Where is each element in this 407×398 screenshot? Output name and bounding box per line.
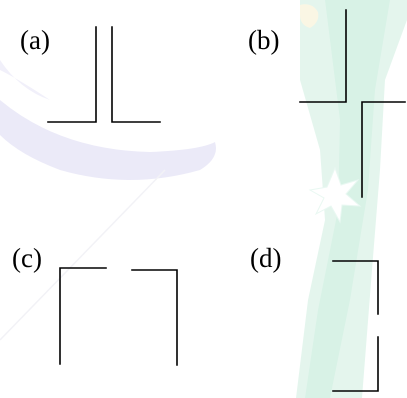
panel-d-lower-conductor (332, 336, 379, 392)
panel-a-right-conductor (111, 26, 161, 123)
panel-label-c: (c) (12, 243, 42, 273)
panel-label-d: (d) (250, 243, 282, 273)
panel-d-diagram (332, 260, 379, 392)
watermark-purple-swoosh (0, 100, 216, 180)
panel-label-b: (b) (248, 25, 280, 55)
panel-c-left-conductor (59, 267, 107, 365)
panel-a-left-conductor (47, 26, 97, 123)
watermark-star (308, 166, 362, 224)
panel-b-upper-conductor (299, 9, 347, 103)
panel-label-a: (a) (20, 25, 50, 55)
panel-c-diagram (59, 267, 178, 366)
watermark-purple-tail (0, 60, 50, 100)
watermark-yellow-mark (300, 4, 319, 28)
watermark-thin-stroke (0, 169, 166, 341)
panel-d-upper-conductor (332, 260, 379, 315)
panel-b-diagram (299, 9, 406, 198)
panel-b-lower-conductor (361, 101, 406, 198)
panel-a-diagram (47, 26, 161, 123)
panel-c-right-conductor (131, 269, 178, 366)
